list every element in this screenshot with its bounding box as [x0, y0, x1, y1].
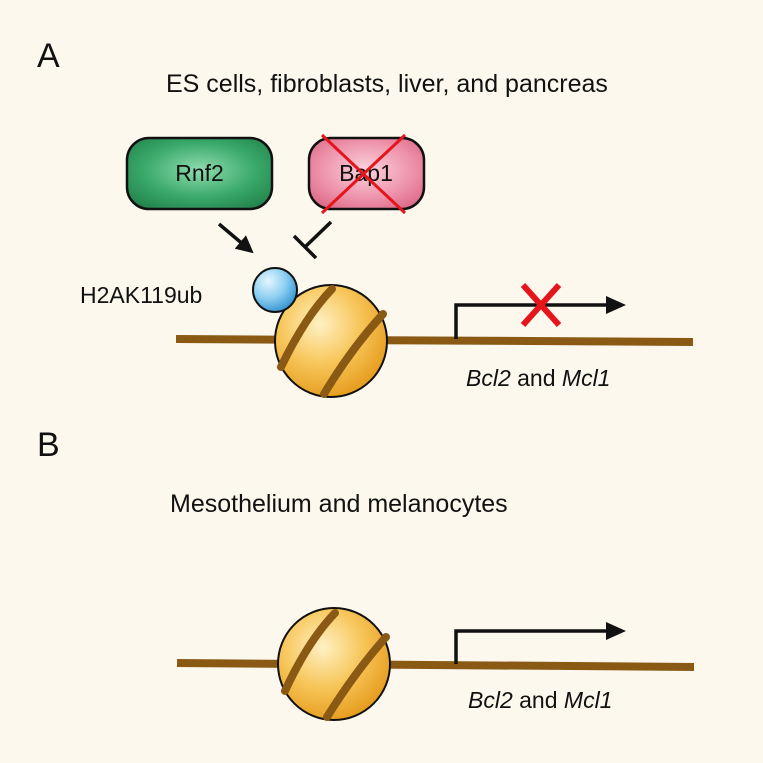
dna-strand-a: [175, 335, 694, 346]
transcription-arrowhead-a-icon: [606, 296, 626, 314]
gene-b-bcl2: Bcl2: [468, 687, 513, 713]
gene-a-connector: and: [511, 365, 562, 391]
panel-a-subtitle: ES cells, fibroblasts, liver, and pancre…: [166, 70, 608, 98]
panel-b-subtitle: Mesothelium and melanocytes: [170, 490, 508, 518]
panel-b-label: B: [37, 426, 60, 464]
gene-label-b: Bcl2 and Mcl1: [468, 687, 612, 713]
nucleosome-a: [274, 284, 388, 398]
rnf2-box: Rnf2: [125, 136, 274, 211]
activation-arrow-icon: [217, 222, 254, 254]
transcription-arrowhead-b-icon: [606, 622, 626, 640]
panel-b: B Mesothelium and melanocytes Bcl2 and M…: [37, 426, 695, 721]
rnf2-label: Rnf2: [175, 160, 224, 186]
h2ak119ub-label: H2AK119ub: [80, 282, 202, 308]
transcription-arrow-a-icon: [454, 303, 607, 339]
gene-b-mcl1: Mcl1: [564, 687, 613, 713]
gene-a-bcl2: Bcl2: [466, 365, 511, 391]
blocked-transcription-icon: [520, 282, 562, 328]
bap1-box: Bap1: [307, 133, 426, 215]
gene-label-a: Bcl2 and Mcl1: [466, 365, 610, 391]
ubiquitin-mark-icon: [252, 267, 298, 313]
gene-a-mcl1: Mcl1: [562, 365, 611, 391]
inhibition-bar-icon: [292, 220, 333, 260]
panel-a: A ES cells, fibroblasts, liver, and panc…: [37, 37, 694, 398]
bap1-deleted-cross-icon: [320, 133, 407, 215]
gene-b-connector: and: [513, 687, 564, 713]
dna-strand-b: [176, 659, 695, 671]
nucleosome-b: [277, 607, 391, 721]
panel-a-label: A: [37, 37, 60, 75]
transcription-arrow-b-icon: [454, 629, 607, 664]
